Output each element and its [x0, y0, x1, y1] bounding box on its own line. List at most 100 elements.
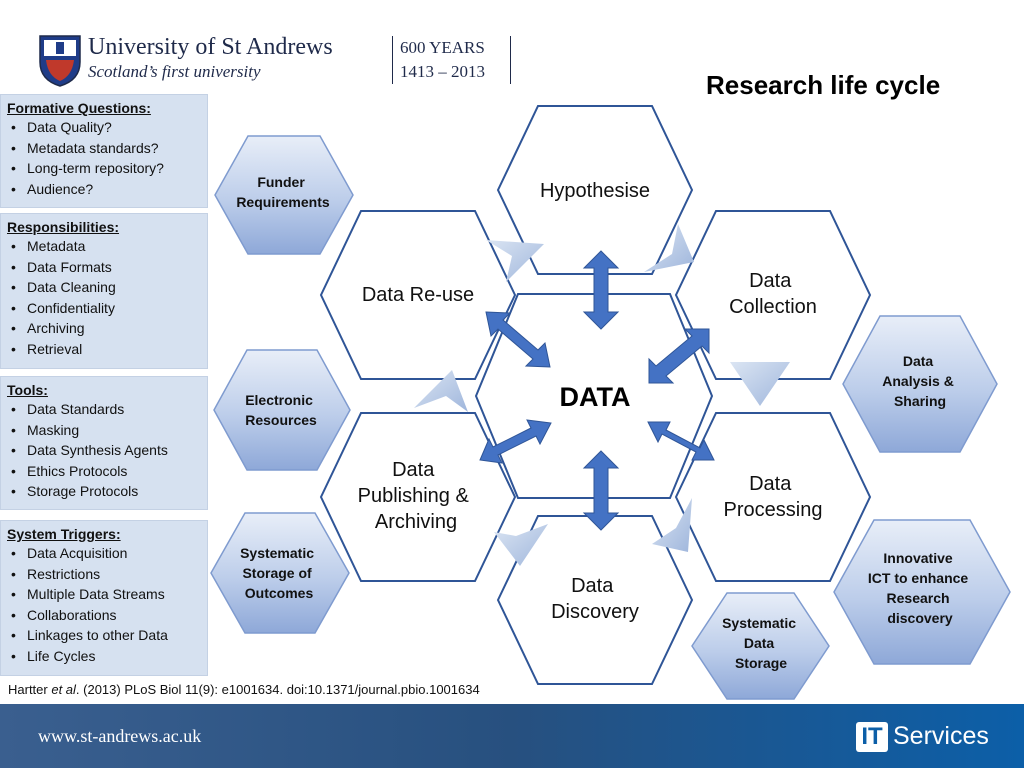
- side-label-line: Electronic: [245, 392, 313, 408]
- citation-author: Hartter: [8, 682, 52, 697]
- double-arrow: [485, 311, 551, 368]
- side-label-systematic-outcomes: Systematic Storage of Outcomes: [240, 545, 318, 601]
- side-label-electronic: Electronic Resources: [245, 392, 317, 428]
- university-name: University of St Andrews: [88, 34, 333, 60]
- cycle-chevron: [652, 498, 692, 552]
- side-label-line: Outcomes: [245, 585, 314, 601]
- stage-hexagon-publishing: [319, 412, 517, 582]
- side-label-line: Data: [744, 635, 775, 651]
- list-item-continuation: Life Cycles: [11, 646, 201, 667]
- stage-hexagon-collection: [674, 210, 872, 380]
- side-label-systematic-storage: Systematic Data Storage: [722, 615, 800, 671]
- double-arrow: [648, 328, 710, 384]
- stage-label-line: Data: [749, 473, 792, 495]
- it-badge: IT: [861, 723, 883, 750]
- footer-bar: [0, 704, 1024, 768]
- stage-label-line: Data: [571, 575, 614, 597]
- it-services-label: Services: [893, 722, 989, 750]
- stage-label-line: Discovery: [551, 601, 639, 623]
- page-title: Research life cycle: [706, 70, 941, 100]
- university-tagline: Scotland’s first university: [88, 62, 261, 81]
- stage-hexagon-processing: [674, 412, 872, 582]
- list-item: Metadata standards?: [11, 138, 201, 159]
- side-label-line: Systematic: [240, 545, 314, 561]
- panel-list: Metadata Data Formats Data Cleaning Conf…: [7, 236, 201, 359]
- panel-heading: Tools:: [7, 382, 48, 398]
- panel-heading: Responsibilities:: [7, 219, 120, 235]
- side-label-line: Innovative: [883, 550, 952, 566]
- stage-label-line: Data: [749, 270, 792, 292]
- panel-formative-questions: Formative Questions: Data Quality? Metad…: [0, 94, 208, 208]
- anniversary-dates: 1413 – 2013: [400, 62, 485, 81]
- list-item: Confidentiality: [11, 298, 201, 319]
- stage-hexagon-reuse: [319, 210, 517, 380]
- side-label-line: Requirements: [236, 194, 330, 210]
- cycle-chevron: [486, 240, 544, 282]
- list-item: Archiving: [11, 318, 201, 339]
- list-item: Data Standards: [11, 399, 201, 420]
- panel-responsibilities: Responsibilities: Metadata Data Formats …: [0, 213, 208, 369]
- list-item: Data Acquisition: [11, 543, 201, 564]
- list-item: Data Quality?: [11, 117, 201, 138]
- side-label-line: Research: [887, 590, 950, 606]
- list-item: Masking: [11, 420, 201, 441]
- side-hexagon-funder: [214, 135, 354, 255]
- list-item: Retrieval: [11, 339, 201, 360]
- side-label-analysis: Data Analysis & Sharing: [882, 353, 957, 409]
- list-item: Audience?: [11, 179, 201, 200]
- stage-hexagon-discovery: [496, 515, 694, 685]
- cycle-chevron: [644, 224, 694, 272]
- stage-label-line: Processing: [724, 499, 823, 521]
- footer-url: www.st-andrews.ac.uk: [38, 726, 202, 746]
- stage-label-line: Archiving: [375, 511, 457, 533]
- list-item: Ethics Protocols: [11, 461, 201, 482]
- side-label-innovative: Innovative ICT to enhance Research disco…: [868, 550, 972, 626]
- list-item: Restrictions: [11, 564, 201, 585]
- panel-system-triggers: System Triggers: Data Acquisition Restri…: [0, 520, 208, 676]
- it-services-logo-icon: [856, 722, 888, 752]
- list-item: Data Synthesis Agents: [11, 440, 201, 461]
- side-hexagon-innovative: [833, 519, 1011, 665]
- list-item: Multiple Data Streams: [11, 584, 201, 605]
- panel-list: Data Quality? Metadata standards? Long-t…: [7, 117, 201, 199]
- divider: [510, 36, 511, 84]
- list-item: Linkages to other Data: [11, 625, 201, 646]
- list-item: Collaborations: [11, 605, 201, 626]
- side-hexagon-electronic: [213, 349, 351, 471]
- stage-label-reuse: Data Re-use: [362, 284, 474, 306]
- stage-label-line: Hypothesise: [540, 180, 650, 202]
- research-life-cycle-diagram: DATA Hypothesise Data Re-use Data Collec…: [210, 105, 1011, 700]
- list-item: Long-term repository?: [11, 158, 201, 179]
- stage-label-discovery: Data Discovery: [551, 575, 639, 623]
- side-label-line: Data: [903, 353, 934, 369]
- side-label-line: Sharing: [894, 393, 946, 409]
- list-item: Data Formats: [11, 257, 201, 278]
- citation-etal: et al: [51, 682, 76, 697]
- side-hexagon-analysis: [842, 315, 998, 453]
- stage-label-line: Data: [392, 459, 435, 481]
- double-arrow: [582, 250, 620, 330]
- center-hexagon: [474, 293, 714, 499]
- side-label-line: Analysis &: [882, 373, 954, 389]
- stage-hexagon-hypothesise: [496, 105, 694, 275]
- side-label-line: Funder: [257, 174, 305, 190]
- crest-icon: [39, 35, 81, 87]
- side-label-line: Resources: [245, 412, 317, 428]
- panel-heading: System Triggers:: [7, 526, 121, 542]
- cycle-chevron: [494, 524, 548, 566]
- side-label-line: discovery: [887, 610, 953, 626]
- stage-label-processing: Data Processing: [724, 473, 823, 521]
- center-label: DATA: [560, 382, 631, 412]
- double-arrow: [582, 450, 620, 531]
- double-arrow: [647, 421, 715, 461]
- side-hexagon-systematic-storage: [691, 592, 830, 700]
- panel-tools: Tools: Data Standards Masking Data Synth…: [0, 376, 208, 510]
- list-item: Metadata: [11, 236, 201, 257]
- side-label-funder: Funder Requirements: [236, 174, 330, 210]
- list-item: Data Cleaning: [11, 277, 201, 298]
- double-arrow: [479, 419, 552, 464]
- citation-reference: . (2013) PLoS Biol 11(9): e1001634. doi:…: [75, 682, 480, 697]
- side-label-line: Storage of: [242, 565, 312, 581]
- panel-heading: Formative Questions:: [7, 100, 151, 116]
- stage-label-line: Data Re-use: [362, 284, 474, 306]
